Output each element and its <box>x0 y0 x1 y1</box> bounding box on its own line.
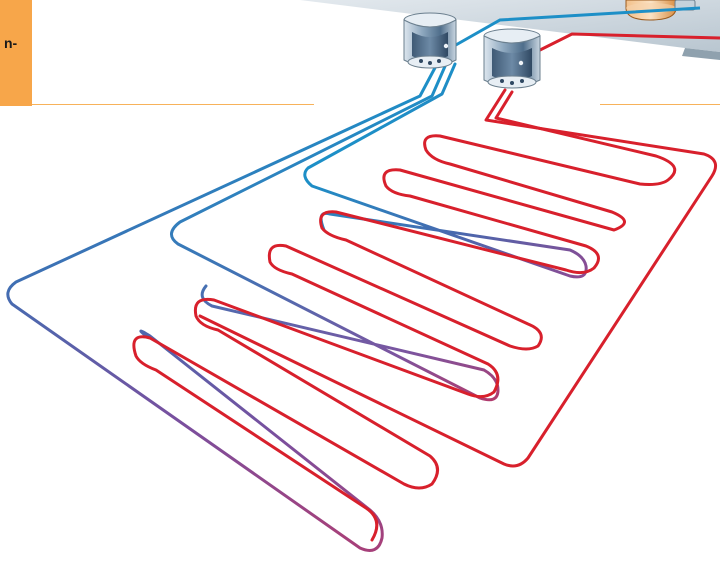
side-tab-text: n- <box>4 35 18 51</box>
side-tab: n- <box>0 0 32 106</box>
manifold-icon <box>403 12 541 89</box>
floor-coil-left <box>6 62 588 552</box>
divider-line-right <box>600 104 720 105</box>
floor-coil-red <box>132 88 718 542</box>
divider-line-left <box>32 104 314 105</box>
